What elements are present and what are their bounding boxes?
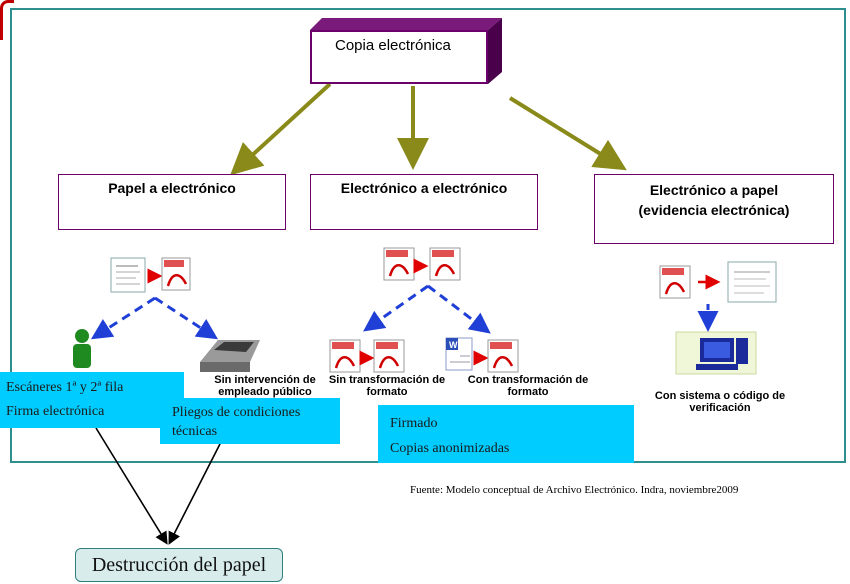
label-sin-intervencion: Sin intervención de empleado público: [190, 374, 340, 398]
category-label: Electrónico a electrónico: [340, 180, 508, 196]
label-line: Con transformación de: [467, 374, 589, 386]
note-firmado-copias: Firmado Copias anonimizadas: [378, 405, 634, 463]
dashed-arrow-con-transform: [427, 284, 491, 334]
dashed-arrow-sin-transform: [363, 284, 429, 332]
category-label: Papel a electrónico: [108, 180, 236, 196]
pdf-icon: [659, 265, 691, 299]
pdf-icon: [429, 247, 461, 281]
label-line: verificación: [689, 402, 751, 414]
arrow-to-papel: [230, 82, 332, 176]
destruccion-box: Destrucción del papel: [75, 548, 283, 582]
label-line: Con sistema o código de: [654, 390, 786, 402]
label-line: empleado público: [218, 386, 312, 398]
category-electronico-a-electronico: Electrónico a electrónico: [310, 174, 538, 230]
title-box: [310, 30, 488, 84]
note-firma: Firma electrónica: [6, 404, 105, 419]
label-line: formato: [507, 386, 549, 398]
note-pliegos-line: Pliegos de condiciones: [172, 405, 301, 420]
dashed-arrow-scanner-person: [90, 296, 156, 340]
printed-document-icon: [727, 261, 777, 303]
label-con-sistema: Con sistema o código de verificación: [640, 390, 800, 414]
scanner-icon: [200, 340, 260, 372]
source-caption: Fuente: Modelo conceptual de Archivo Ele…: [410, 484, 739, 496]
pdf-icon: [383, 247, 415, 281]
arrow-to-papel-evidencia: [508, 96, 627, 171]
category-electronico-a-papel: Electrónico a papel (evidencia electróni…: [594, 174, 834, 244]
svg-text:W: W: [449, 340, 458, 350]
note-escaneres: Escáneres 1ª y 2ª fila: [6, 380, 124, 395]
pdf-icon: [487, 339, 519, 373]
note-escaneres-firma: Escáneres 1ª y 2ª fila Firma electrónica: [0, 372, 184, 428]
label-sin-transformacion: Sin transformación de formato: [314, 374, 460, 398]
label-line: Sin intervención de: [214, 374, 316, 386]
arrow-firma-to-destroy: [95, 427, 168, 545]
dashed-arrow-scanner-device: [154, 296, 219, 340]
note-copias: Copias anonimizadas: [390, 441, 510, 456]
word-document-icon: W: [445, 337, 473, 371]
label-con-transformacion: Con transformación de formato: [454, 374, 602, 398]
label-line: Sin transformación de: [328, 374, 446, 386]
category-sublabel: (evidencia electrónica): [638, 202, 790, 218]
category-papel-a-electronico: Papel a electrónico: [58, 174, 286, 230]
corner-mark: [0, 0, 14, 40]
arrow-pliegos-to-destroy: [168, 439, 223, 545]
person-icon: [73, 329, 91, 368]
cube-top-face: [310, 18, 502, 30]
pdf-icon: [161, 257, 191, 291]
cube-side-face: [488, 18, 502, 84]
diagram-title: Copia electrónica: [335, 37, 451, 54]
pdf-icon: [329, 339, 361, 373]
pdf-icon: [373, 339, 405, 373]
note-pliegos-line: técnicas: [172, 424, 218, 439]
verification-computer-icon: [675, 331, 757, 375]
label-line: formato: [366, 386, 408, 398]
category-label: Electrónico a papel: [649, 182, 779, 198]
note-firmado: Firmado: [390, 416, 438, 431]
scanned-document-icon: [110, 257, 146, 293]
note-pliegos: Pliegos de condiciones técnicas: [160, 398, 340, 444]
